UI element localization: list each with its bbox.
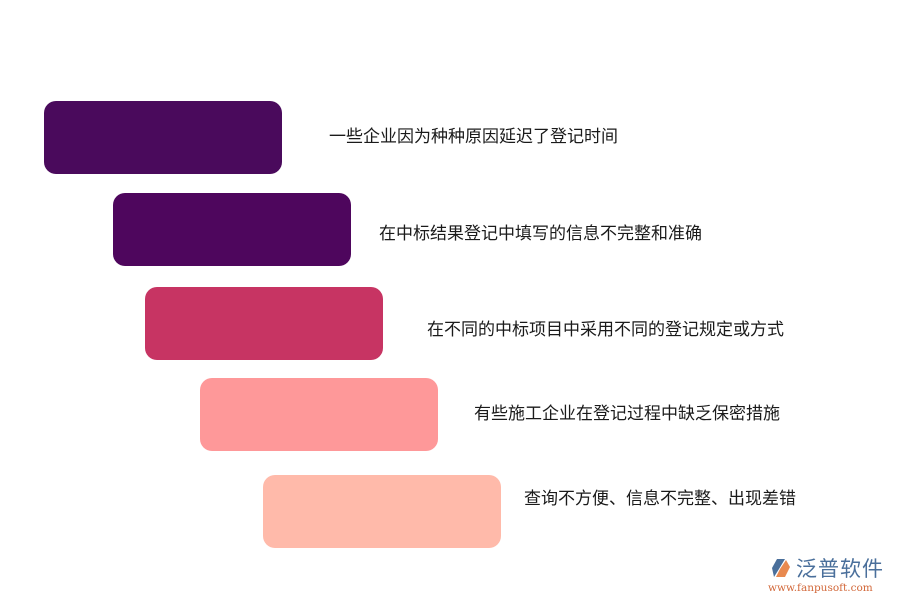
step-label-4: 有些施工企业在登记过程中缺乏保密措施 [474, 404, 780, 424]
logo-name: 泛普软件 [796, 557, 884, 581]
step-label-5: 查询不方便、信息不完整、出现差错 [524, 489, 796, 509]
step-bar-3 [145, 287, 383, 360]
fanpu-logo-icon [772, 559, 790, 577]
step-bar-4 [200, 378, 438, 451]
step-label-3: 在不同的中标项目中采用不同的登记规定或方式 [427, 320, 784, 340]
step-label-2: 在中标结果登记中填写的信息不完整和准确 [379, 224, 702, 244]
brand-logo: 泛普软件 www.fanpusoft.com [768, 553, 893, 597]
logo-url: www.fanpusoft.com [768, 582, 873, 594]
step-bar-1 [44, 101, 282, 174]
step-label-1: 一些企业因为种种原因延迟了登记时间 [329, 127, 618, 147]
step-bar-2 [113, 193, 351, 266]
step-bar-5 [263, 475, 501, 548]
